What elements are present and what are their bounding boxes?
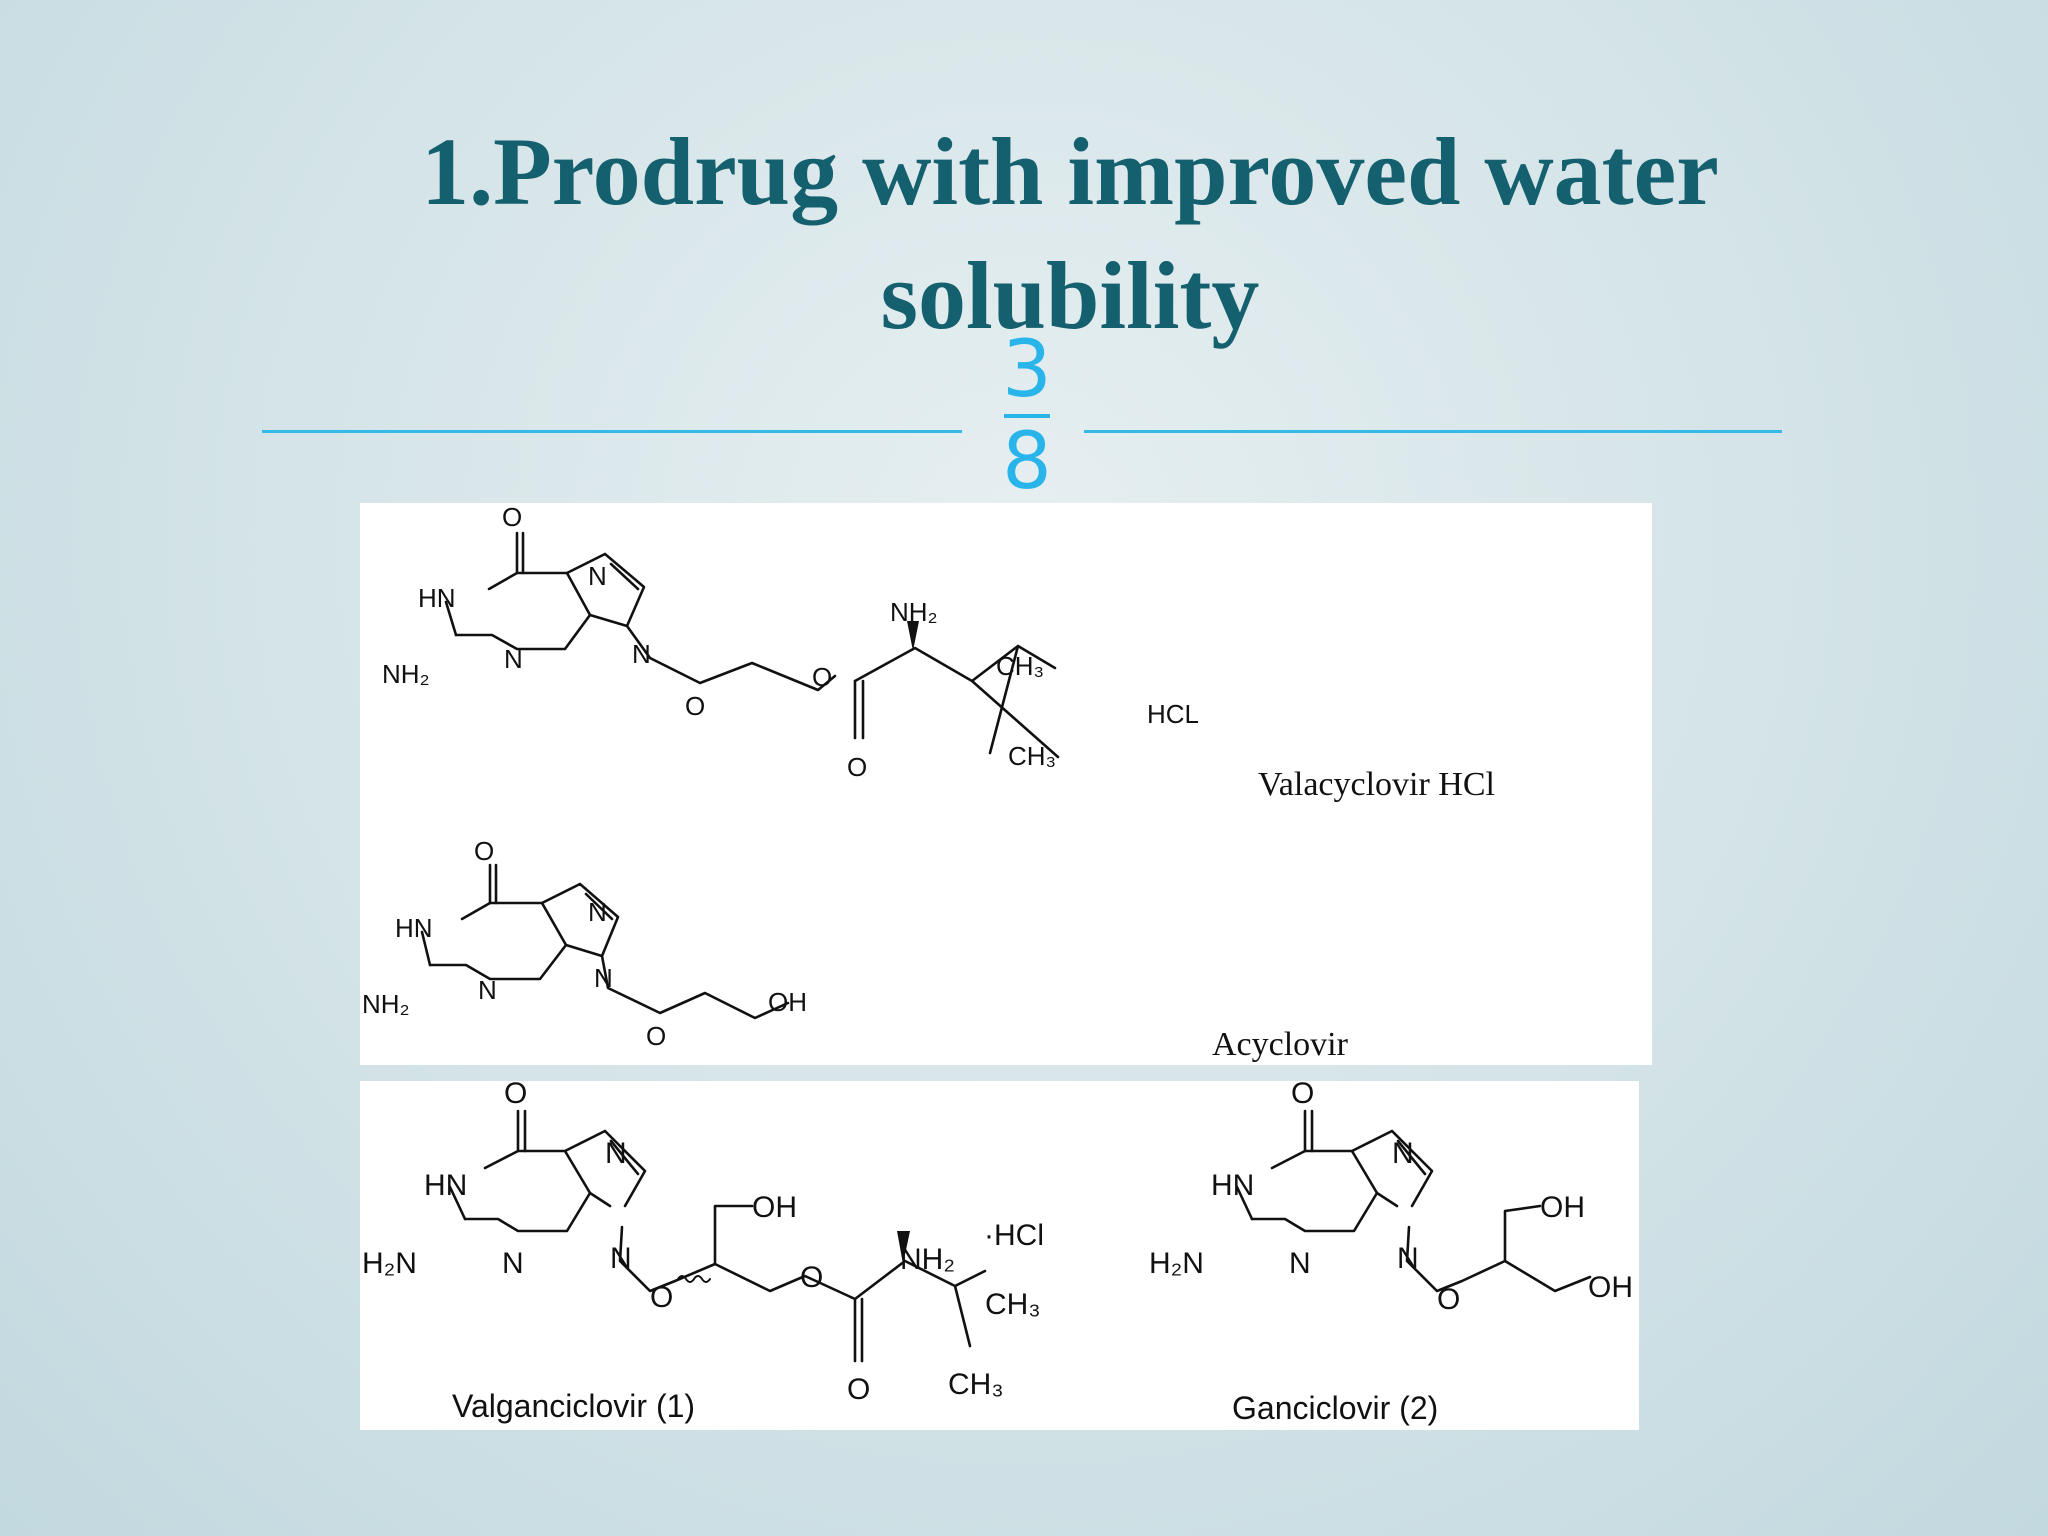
atom-n: N	[594, 963, 613, 993]
atom-oh: OH	[752, 1191, 797, 1224]
atom-h2n: H₂N	[362, 1247, 417, 1280]
atom-n: N	[588, 897, 607, 927]
atom-hn: HN	[418, 583, 456, 613]
atom-n: N	[1392, 1137, 1414, 1170]
atom-o: O	[812, 662, 832, 692]
atom-o: O	[502, 503, 522, 532]
atom-o: O	[847, 752, 867, 782]
compound-name-valganciclovir: Valganciclovir (1)	[452, 1388, 695, 1424]
atom-oh: OH	[768, 987, 807, 1017]
slide-title-line-1: 1.Prodrug with improved water	[421, 118, 1719, 225]
page-denominator: 8	[1002, 417, 1052, 507]
acyclovir-structure: O HN N N N NH₂ O OH Acyclovir	[362, 836, 1349, 1063]
atom-oh: OH	[1588, 1271, 1633, 1304]
valganciclovir-structure: O HN N N N H₂N O OH O O NH₂ ·HCl CH₃ CH₃…	[362, 1081, 1044, 1424]
atom-n: N	[632, 639, 651, 669]
atom-h2n: H₂N	[1149, 1247, 1204, 1280]
figure-panel-top: O HN N N N NH₂ O O O NH₂ CH₃ CH₃ HCL Val…	[360, 503, 1652, 1065]
atom-o: O	[685, 691, 705, 721]
atom-o: O	[646, 1021, 666, 1051]
atom-o: O	[474, 836, 494, 866]
atom-n: N	[1397, 1242, 1419, 1275]
atom-n: N	[588, 561, 607, 591]
salt-label-hcl: HCL	[1147, 699, 1199, 729]
atom-o: O	[1437, 1283, 1460, 1316]
atom-n: N	[605, 1137, 627, 1170]
compound-name-valacyclovir: Valacyclovir HCl	[1258, 766, 1495, 803]
atom-hn: HN	[1211, 1169, 1254, 1202]
structure-figure-top: O HN N N N NH₂ O O O NH₂ CH₃ CH₃ HCL Val…	[362, 503, 1495, 1063]
atom-nh2: NH₂	[890, 597, 938, 627]
figure-panel-bottom: O HN N N N H₂N O OH O O NH₂ ·HCl CH₃ CH₃…	[360, 1081, 1639, 1430]
atom-n: N	[610, 1242, 632, 1275]
atom-n: N	[478, 975, 497, 1005]
atom-o: O	[650, 1281, 673, 1314]
atom-nh2: NH₂	[900, 1243, 955, 1276]
slide-title: 1.Prodrug with improved water solubility	[0, 110, 2048, 358]
atom-ch3: CH₃	[996, 651, 1044, 681]
atom-n: N	[502, 1247, 524, 1280]
page-numerator: 3	[1002, 325, 1052, 415]
atom-ch3: CH₃	[1008, 741, 1056, 771]
atom-o: O	[800, 1261, 823, 1294]
page-fraction-bar	[1004, 414, 1050, 418]
divider-right	[1084, 430, 1782, 433]
atom-nh2: NH₂	[362, 989, 410, 1019]
salt-label-hcl: ·HCl	[984, 1219, 1044, 1252]
compound-name-acyclovir: Acyclovir	[1212, 1026, 1349, 1063]
slide-title-line-2: solubility	[880, 242, 1260, 349]
atom-o: O	[504, 1081, 527, 1110]
page-number: 3 8	[990, 325, 1064, 507]
ganciclovir-structure: O HN N N N H₂N O OH OH Ganciclovir (2)	[1149, 1081, 1633, 1426]
atom-n: N	[504, 644, 523, 674]
atom-oh: OH	[1540, 1191, 1585, 1224]
structure-figure-bottom: O HN N N N H₂N O OH O O NH₂ ·HCl CH₃ CH₃…	[362, 1081, 1633, 1426]
compound-name-ganciclovir: Ganciclovir (2)	[1232, 1390, 1438, 1426]
atom-o: O	[1291, 1081, 1314, 1110]
atom-hn: HN	[395, 913, 433, 943]
atom-nh2: NH₂	[382, 659, 430, 689]
atom-ch3: CH₃	[985, 1288, 1041, 1321]
atom-ch3: CH₃	[948, 1368, 1004, 1401]
divider-left	[262, 430, 962, 433]
valacyclovir-structure: O HN N N N NH₂ O O O NH₂ CH₃ CH₃ HCL Val…	[382, 503, 1495, 803]
atom-hn: HN	[424, 1169, 467, 1202]
atom-o: O	[847, 1373, 870, 1406]
atom-n: N	[1289, 1247, 1311, 1280]
